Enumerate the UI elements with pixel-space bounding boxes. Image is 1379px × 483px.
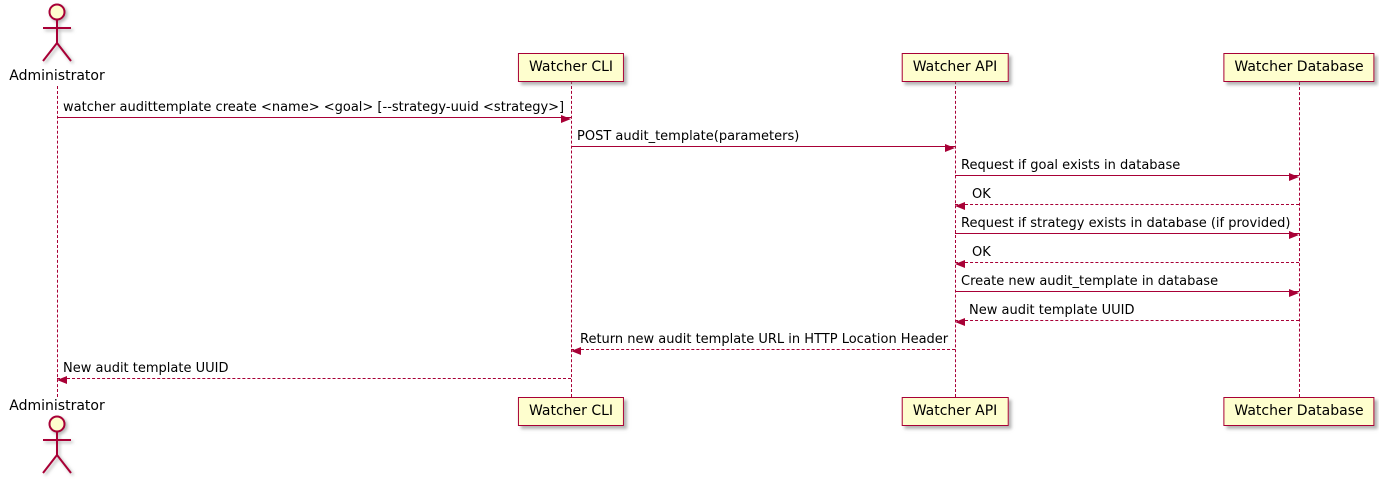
participant-watcher-database-top: Watcher Database (1223, 53, 1375, 82)
message-line (955, 291, 1299, 292)
arrowhead-icon (945, 143, 955, 152)
message-text: POST audit_template(parameters) (577, 129, 800, 144)
message-text: OK (972, 245, 991, 260)
participant-watcher-api-bottom: Watcher API (901, 397, 1009, 426)
actor-label-bottom: Administrator (9, 398, 105, 414)
arrowhead-icon (561, 114, 571, 123)
message-7: Create new audit_template in database (955, 272, 1299, 297)
message-8: New audit template UUID (955, 301, 1299, 326)
message-line (955, 262, 1299, 263)
lifeline-watcher-database (1299, 82, 1300, 397)
participant-watcher-api-top: Watcher API (901, 53, 1009, 82)
arrowhead-icon (955, 201, 965, 210)
message-line (57, 378, 571, 379)
message-line (955, 204, 1299, 205)
arrowhead-icon (955, 259, 965, 268)
message-text: Request if strategy exists in database (… (961, 216, 1291, 231)
participant-watcher-cli-bottom: Watcher CLI (517, 397, 625, 426)
arrowhead-icon (1289, 172, 1299, 181)
message-line (571, 349, 955, 350)
message-text: OK (972, 187, 991, 202)
message-text: Return new audit template URL in HTTP Lo… (580, 332, 949, 347)
arrowhead-icon (571, 346, 581, 355)
message-1: watcher audittemplate create <name> <goa… (57, 98, 571, 123)
arrowhead-icon (955, 317, 965, 326)
arrowhead-icon (57, 375, 67, 384)
message-3: Request if goal exists in database (955, 156, 1299, 181)
message-line (955, 175, 1299, 176)
message-10: New audit template UUID (57, 359, 571, 384)
message-4: OK (955, 185, 1299, 210)
lifeline-administrator (57, 86, 58, 397)
message-text: Create new audit_template in database (961, 274, 1219, 289)
message-5: Request if strategy exists in database (… (955, 214, 1299, 239)
actor-icon (42, 415, 72, 474)
message-text: Request if goal exists in database (961, 158, 1181, 173)
message-line (571, 146, 955, 147)
message-text: New audit template UUID (63, 361, 229, 376)
arrowhead-icon (1289, 288, 1299, 297)
lifeline-watcher-cli (571, 81, 572, 397)
actor-icon (42, 3, 72, 62)
message-6: OK (955, 243, 1299, 268)
participant-watcher-database-bottom: Watcher Database (1223, 397, 1375, 426)
message-2: POST audit_template(parameters) (571, 127, 955, 152)
arrowhead-icon (1289, 230, 1299, 239)
message-line (57, 117, 571, 118)
actor-label-top: Administrator (9, 68, 105, 84)
message-text: New audit template UUID (969, 303, 1135, 318)
message-9: Return new audit template URL in HTTP Lo… (571, 330, 955, 355)
participant-watcher-cli-top: Watcher CLI (517, 53, 625, 82)
message-line (955, 320, 1299, 321)
message-text: watcher audittemplate create <name> <goa… (63, 100, 565, 115)
lifeline-watcher-api (955, 81, 956, 397)
message-line (955, 233, 1299, 234)
